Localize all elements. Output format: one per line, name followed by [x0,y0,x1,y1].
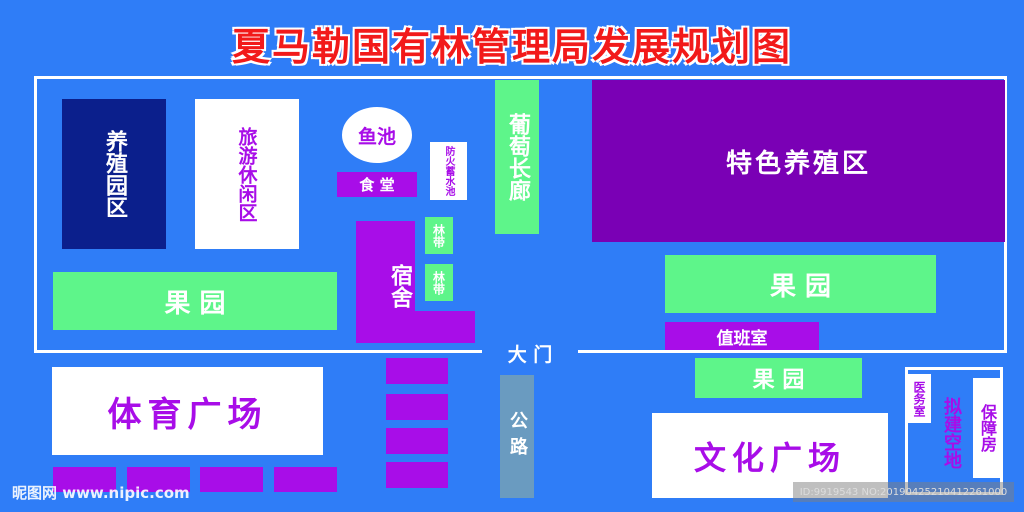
clinic: 医务室 [908,374,931,423]
tourism-zone: 旅游休闲区 [195,99,299,249]
duty-room: 值班室 [665,322,819,350]
building-block [386,428,448,454]
fish-pond: 鱼池 [342,107,412,163]
canteen: 食 堂 [337,172,417,197]
orchard-bottom: 果 园 [695,358,862,398]
boundary-bottom-right [578,350,1007,353]
parking-block [53,467,116,492]
dormitory: 宿舍 [356,221,415,343]
forest-belt: 林带 [425,217,453,254]
orchard-right: 果 园 [665,255,936,313]
parking-block [127,467,190,492]
parking-block [274,467,337,492]
special-breeding-zone: 特色养殖区 [592,80,1005,242]
watermark-right: ID:9919543 NO:20190425210412261000 [793,482,1014,502]
grape-corridor: 葡萄长廊 [495,80,539,234]
building-block [386,462,448,488]
fire-pool: 防火蓄水池 [430,142,467,200]
planned-land: 拟建空地 [941,396,962,469]
main-gate: 大 门 [507,343,553,366]
building-block [386,394,448,420]
orchard-left: 果 园 [53,272,337,330]
building-block [386,358,448,384]
site-boundary [34,76,1007,353]
road: 公路 [500,375,534,498]
watermark-left: 昵图网 www.nipic.com [12,483,190,502]
parking-block [200,467,263,492]
boundary-bottom-left [34,350,482,353]
affordable-housing: 保障房 [973,378,1001,478]
breeding-park: 养殖园区 [62,99,166,249]
sports-square: 体育广场 [52,367,323,455]
forest-belt: 林带 [425,264,453,301]
page-title: 夏马勒国有林管理局发展规划图 [231,24,792,69]
